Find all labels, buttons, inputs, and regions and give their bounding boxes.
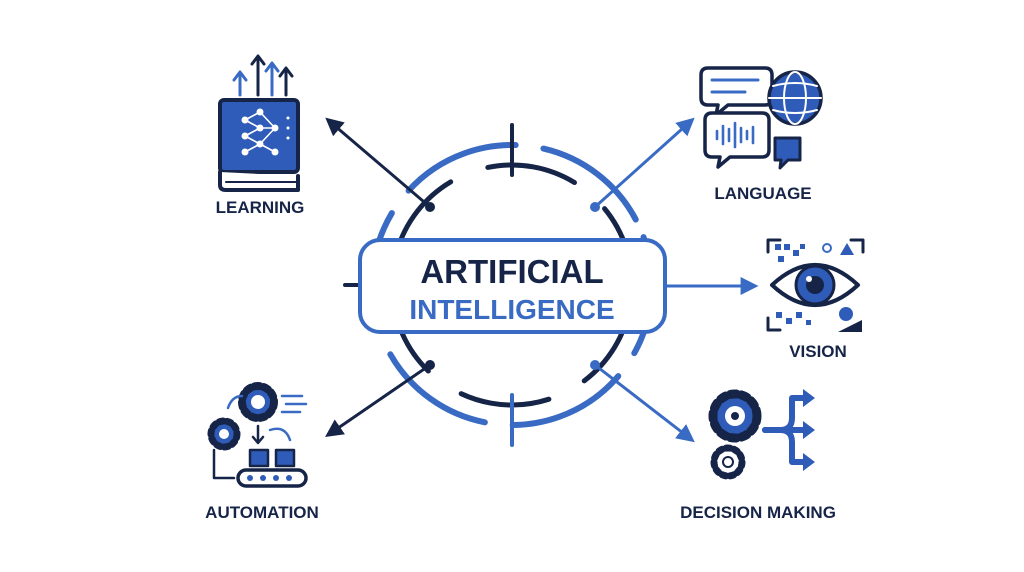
center-title-line1: ARTIFICIAL — [420, 253, 603, 290]
book-neural-network-icon — [218, 54, 300, 192]
node-label-decision: DECISION MAKING — [680, 503, 836, 522]
connector-language — [593, 117, 695, 209]
node-label-learning: LEARNING — [216, 198, 305, 217]
connector-automation — [325, 363, 431, 438]
center-label-box: ARTIFICIAL INTELLIGENCE — [358, 238, 667, 334]
center-title-line2: INTELLIGENCE — [409, 294, 614, 325]
node-label-language: LANGUAGE — [714, 184, 811, 203]
connectors — [325, 117, 759, 443]
gears-conveyor-icon — [207, 382, 308, 488]
connector-learning — [325, 117, 431, 209]
gears-branching-arrows-icon — [708, 389, 815, 480]
node-label-automation: AUTOMATION — [205, 503, 319, 522]
node-label-vision: VISION — [789, 342, 847, 361]
eye-qr-scan-icon — [766, 238, 865, 332]
speech-bubbles-globe-icon — [699, 66, 823, 170]
connector-decision — [594, 363, 695, 443]
